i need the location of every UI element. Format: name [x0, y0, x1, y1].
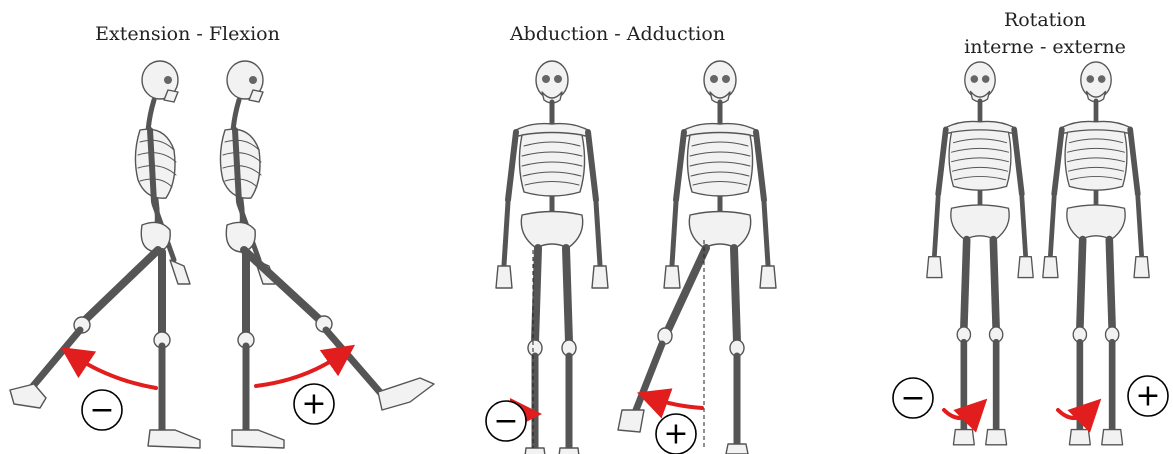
- svg-text:+: +: [1135, 379, 1160, 414]
- adduction-arrow-icon: [652, 398, 702, 408]
- extension-arrow-icon: [74, 356, 156, 388]
- svg-text:−: −: [900, 381, 925, 416]
- internal-rotation-arrow-icon: [944, 410, 976, 418]
- svg-text:+: +: [301, 387, 326, 422]
- skeleton-abduction-icon: [496, 61, 608, 454]
- plus-sign-icon: +: [294, 384, 334, 424]
- skeleton-internal-rotation-icon: [927, 62, 1033, 445]
- minus-sign-icon: −: [82, 390, 122, 430]
- minus-sign-icon: −: [486, 401, 526, 441]
- svg-text:−: −: [493, 404, 518, 439]
- minus-sign-icon: −: [893, 378, 933, 418]
- plus-sign-icon: +: [656, 414, 696, 454]
- external-rotation-arrow-icon: [1058, 410, 1090, 418]
- svg-text:+: +: [663, 417, 688, 452]
- plus-sign-icon: +: [1128, 376, 1168, 416]
- skeleton-adduction-icon: [618, 61, 776, 454]
- svg-text:−: −: [89, 393, 114, 428]
- flexion-arrow-icon: [256, 354, 342, 386]
